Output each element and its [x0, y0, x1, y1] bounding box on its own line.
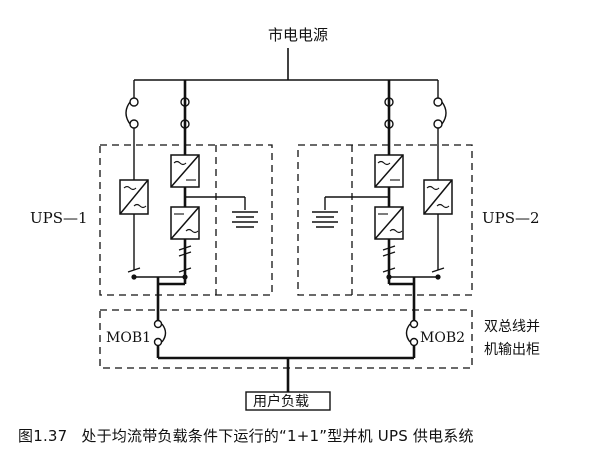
ups1-battery-icon — [232, 211, 258, 228]
converter-blocks — [119, 154, 453, 240]
cabinet-label-line1: 双总线并 — [484, 319, 540, 335]
figure-caption: 图1.37 处于均流带负载条件下运行的“1+1”型并机 UPS 供电系统 — [18, 425, 588, 446]
ups1-bypass-converter-icon — [119, 179, 149, 215]
ups2-enclosure — [297, 144, 473, 296]
mob1-label: MOB1 — [106, 330, 151, 346]
ups1-inverter-icon — [170, 206, 200, 240]
ups2-bypass-converter-icon — [423, 179, 453, 215]
output-bus — [156, 346, 416, 392]
ups-output-junctions — [134, 272, 438, 320]
mob-breakers — [153, 319, 419, 347]
mains-feed-lines — [133, 48, 439, 98]
contactor-marks — [127, 245, 445, 280]
ups1-rectifier-icon — [170, 154, 200, 188]
ups2-inverter-icon — [374, 206, 404, 240]
mob2-label: MOB2 — [420, 330, 465, 346]
user-load-label: 用户负载 — [253, 393, 309, 410]
ups2-rectifier-icon — [374, 154, 404, 188]
ups2-wiring — [324, 128, 439, 272]
ups1-label: UPS—1 — [30, 209, 88, 227]
ups1-wiring — [133, 128, 246, 272]
ups2-battery-icon — [312, 211, 338, 228]
user-load-box — [245, 391, 331, 411]
cabinet-label-line2: 机输出柜 — [484, 342, 540, 358]
figure-caption-text: 处于均流带负载条件下运行的“1+1”型并机 UPS 供电系统 — [81, 427, 474, 445]
ups2-label: UPS—2 — [482, 209, 540, 227]
input-breakers — [125, 97, 447, 129]
figure-number: 图1.37 — [18, 427, 68, 445]
mains-source-label: 市电电源 — [268, 26, 328, 44]
output-cabinet-enclosure — [99, 309, 473, 369]
